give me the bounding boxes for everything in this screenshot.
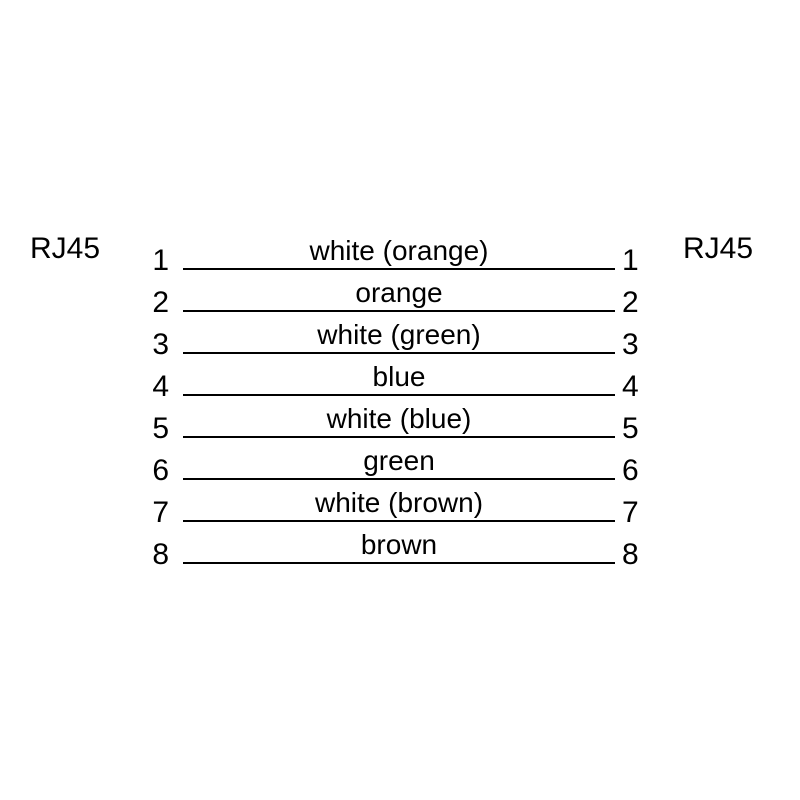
wire-color-label: white (green) (317, 319, 481, 350)
wire-line (183, 520, 615, 522)
wire-line (183, 268, 615, 270)
wire-line (183, 562, 615, 564)
pin-number-left: 3 (152, 328, 169, 361)
wire-line (183, 394, 615, 396)
pin-number-right: 6 (622, 454, 639, 487)
wire-line (183, 436, 615, 438)
pin-number-left: 2 (152, 286, 169, 319)
wire-color-label: white (blue) (326, 403, 472, 434)
pin-number-left: 1 (152, 244, 169, 277)
pin-number-right: 3 (622, 328, 639, 361)
pin-number-left: 4 (152, 370, 169, 403)
pin-number-right: 4 (622, 370, 639, 403)
wire-line (183, 352, 615, 354)
wire-color-label: green (363, 445, 435, 476)
wire-color-label: blue (372, 361, 426, 392)
pin-number-left: 7 (152, 496, 169, 529)
pin-number-right: 8 (622, 538, 639, 571)
pin-number-right: 1 (622, 244, 639, 277)
pin-number-right: 5 (622, 412, 639, 445)
wire-color-label: brown (360, 529, 438, 560)
connector-label-right: RJ45 (683, 232, 754, 265)
pin-number-left: 5 (152, 412, 169, 445)
wire-color-label: white (brown) (314, 487, 484, 518)
wire-color-label: orange (355, 277, 443, 308)
wire-line (183, 478, 615, 480)
pin-number-left: 8 (152, 538, 169, 571)
connector-label-left: RJ45 (30, 232, 101, 265)
pin-number-right: 2 (622, 286, 639, 319)
wire-line (183, 310, 615, 312)
wire-color-label: white (orange) (309, 235, 489, 266)
pin-number-right: 7 (622, 496, 639, 529)
pin-number-left: 6 (152, 454, 169, 487)
